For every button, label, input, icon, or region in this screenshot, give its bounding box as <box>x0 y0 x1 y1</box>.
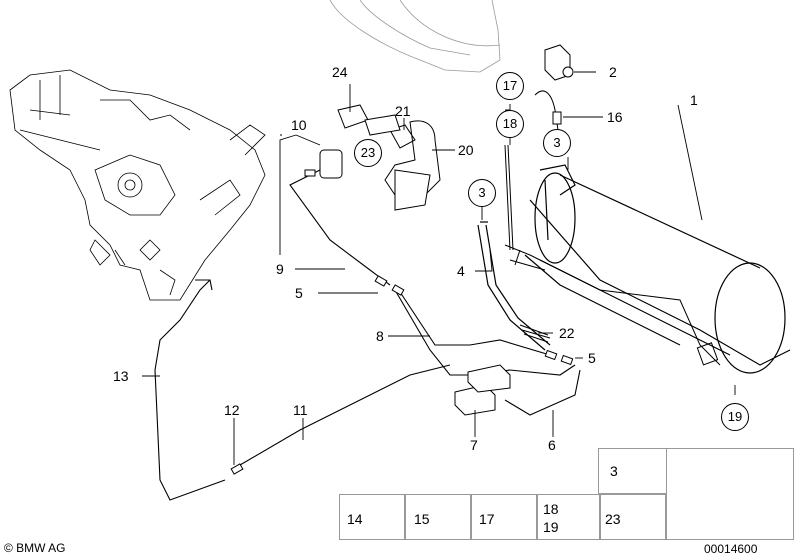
label-5b: 5 <box>588 350 596 366</box>
legend-cell-15 <box>405 494 471 540</box>
copyright-text: © BMW AG <box>4 541 66 555</box>
label-13: 13 <box>113 368 129 384</box>
part-number-text: 00014600 <box>704 542 758 556</box>
legend-label-15: 15 <box>414 511 430 527</box>
legend-label-23: 23 <box>605 511 621 527</box>
label-6: 6 <box>548 437 556 453</box>
label-16: 16 <box>607 109 623 125</box>
circled-label-17: 17 <box>496 72 524 100</box>
tank-bracket <box>504 244 721 366</box>
spring-part-18 <box>504 144 514 251</box>
legend-label-17: 17 <box>479 511 495 527</box>
circled-label-3-mid: 3 <box>468 179 496 207</box>
label-5a: 5 <box>295 285 303 301</box>
label-20: 20 <box>458 142 474 158</box>
gas-tank <box>524 164 791 374</box>
label-7: 7 <box>470 437 478 453</box>
spring-part-22 <box>519 324 551 343</box>
label-1: 1 <box>690 92 698 108</box>
legend-cell-18-19 <box>537 494 600 540</box>
label-9: 9 <box>276 261 284 277</box>
filler-hose <box>477 221 551 351</box>
legend-cell-23 <box>600 494 666 540</box>
circled-label-23: 23 <box>354 139 382 167</box>
legend-label-19: 19 <box>543 519 559 535</box>
car-body-outline <box>329 0 501 73</box>
label-8: 8 <box>376 328 384 344</box>
legend-cell-17 <box>471 494 537 540</box>
legend-label-18: 18 <box>543 501 559 517</box>
label-10: 10 <box>291 117 307 133</box>
label-21: 21 <box>395 103 411 119</box>
filter-assembly <box>319 104 441 211</box>
circled-label-19: 19 <box>721 403 749 431</box>
label-4: 4 <box>457 263 465 279</box>
legend-label-3: 3 <box>610 463 618 479</box>
legend-panel-car <box>666 448 794 540</box>
circled-label-3-top: 3 <box>543 129 571 157</box>
label-12: 12 <box>224 402 240 418</box>
gas-lines <box>154 169 581 501</box>
label-24: 24 <box>332 64 348 80</box>
label-2: 2 <box>609 64 617 80</box>
legend-label-14: 14 <box>347 511 363 527</box>
legend-cell-14 <box>339 494 405 540</box>
circled-label-18: 18 <box>496 110 524 138</box>
engine-block-illustration <box>9 69 266 301</box>
valve-block <box>454 364 511 416</box>
leader-lines <box>142 71 736 465</box>
line-connectors <box>230 169 574 475</box>
label-22: 22 <box>559 325 575 341</box>
label-11: 11 <box>293 402 308 418</box>
sensor-parts <box>534 44 574 131</box>
